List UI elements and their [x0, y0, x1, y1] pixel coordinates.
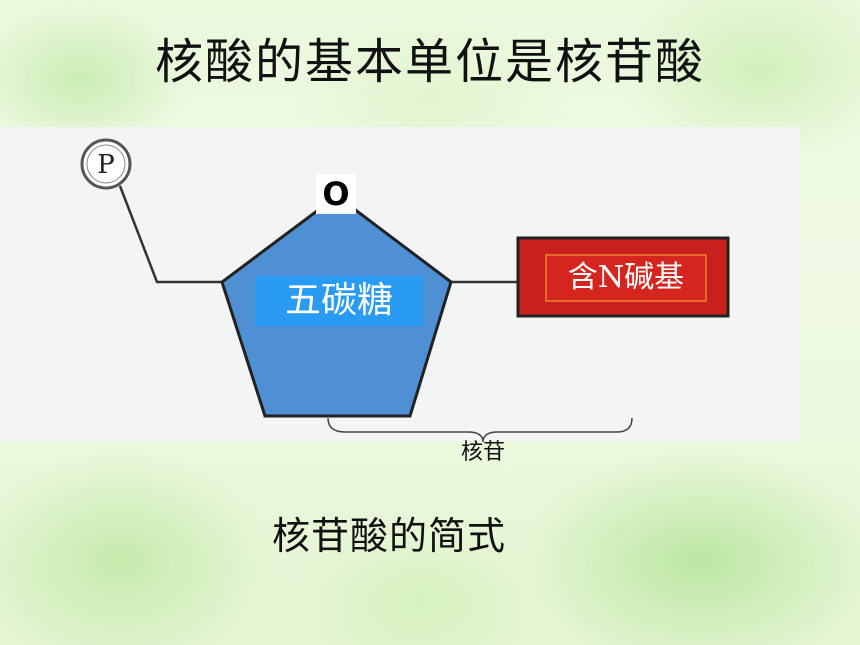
nucleoside-brace	[327, 417, 633, 443]
sugar-label: 五碳糖	[255, 276, 423, 326]
nucleoside-label: 核苷	[460, 440, 505, 465]
oxygen-label: O	[316, 174, 356, 214]
page-title: 核酸的基本单位是核苷酸	[154, 34, 705, 90]
phosphate-label: P	[97, 150, 115, 180]
caption: 核苷酸的简式	[272, 514, 507, 558]
phosphate-bond	[118, 185, 225, 284]
base-label: 含N碱基	[545, 254, 707, 302]
phosphate-circle	[80, 138, 132, 190]
